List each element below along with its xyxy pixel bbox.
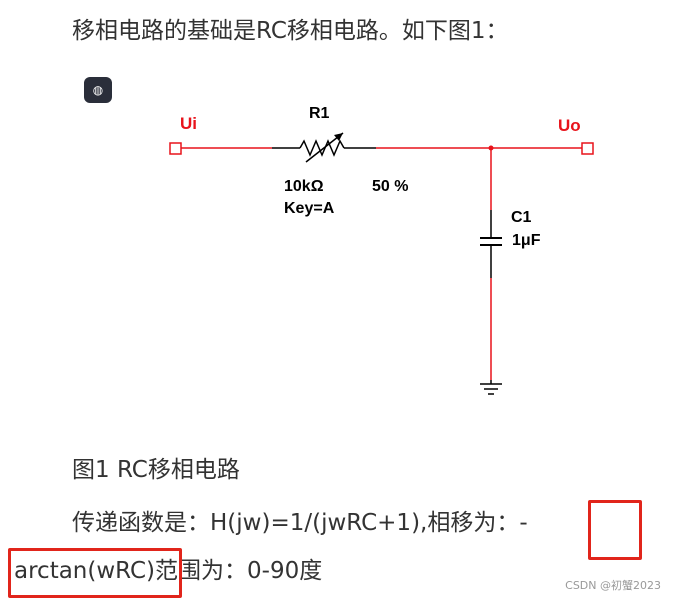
capacitor-name-label: C1: [511, 209, 532, 226]
code-symbol-icon: ◍: [92, 83, 104, 97]
resistor-zigzag: [299, 139, 345, 157]
input-terminal: [169, 142, 182, 155]
phase-range-line: arctan(wRC)范围为：0-90度: [14, 556, 322, 586]
output-terminal: [581, 142, 594, 155]
intro-paragraph: 移相电路的基础是RC移相电路。如下图1：: [72, 18, 509, 44]
transfer-function-text: 传递函数是：H(jw)=1/(jwRC+1),相移为：-: [72, 510, 528, 536]
rc-circuit-diagram: Ui Uo R1 10kΩ 50 % Key=A C1 1μF: [169, 105, 594, 395]
csdn-watermark: CSDN @初蟹2023: [565, 579, 661, 592]
figure-caption: 图1 RC移相电路: [72, 457, 240, 483]
potentiometer-arrowhead: [334, 133, 343, 141]
code-block-icon[interactable]: ◍: [84, 77, 112, 103]
resistor-name-label: R1: [309, 105, 330, 122]
capacitor-value-label: 1μF: [512, 232, 541, 249]
resistor-percent-label: 50 %: [372, 178, 408, 195]
resistor-key-label: Key=A: [284, 200, 335, 217]
resistor-value-label: 10kΩ: [284, 178, 324, 195]
input-label: Ui: [180, 114, 197, 133]
range-suffix: 范围为：0-90度: [155, 558, 323, 584]
arctan-formula: arctan(wRC): [14, 558, 156, 584]
output-label: Uo: [558, 116, 581, 135]
highlight-box-minus: [588, 500, 642, 560]
highlight-box-arctan: [8, 548, 182, 598]
